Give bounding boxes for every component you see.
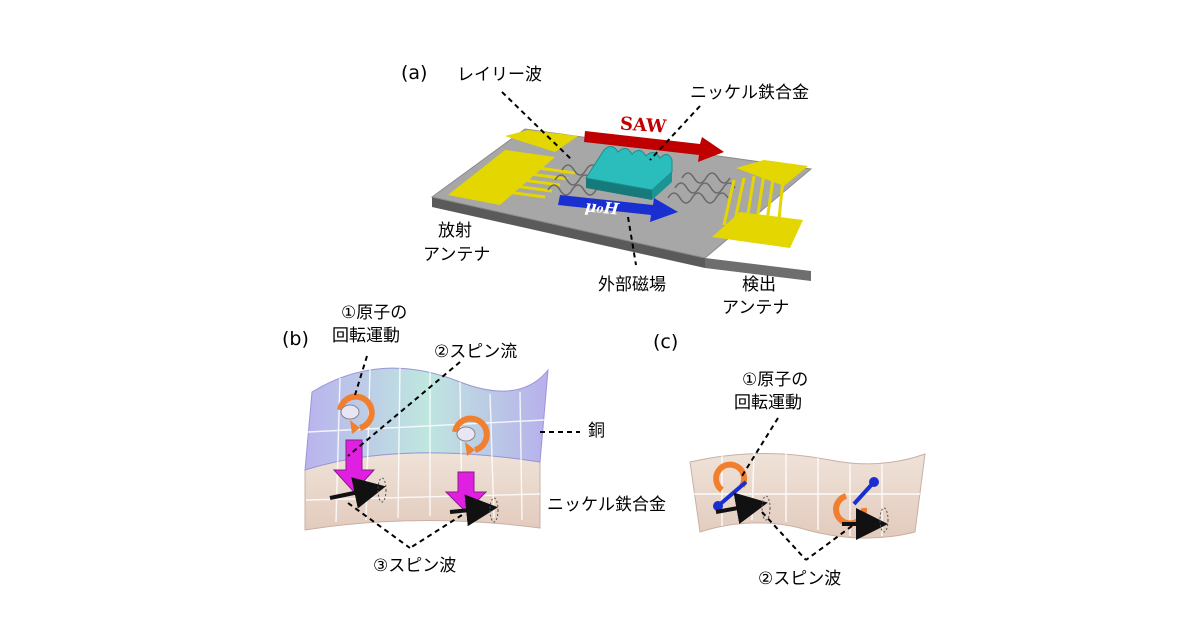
detect-antenna-label-1: 検出 bbox=[742, 275, 776, 295]
panel-b-label: (b) bbox=[282, 328, 309, 350]
emit-antenna-label-1: 放射 bbox=[438, 221, 472, 241]
emit-antenna-label-2: アンテナ bbox=[423, 245, 491, 265]
panel-b-rotation-label-2: 回転運動 bbox=[332, 326, 400, 346]
external-field-label: 外部磁場 bbox=[598, 275, 666, 295]
panel-b-leaders bbox=[347, 355, 580, 549]
rayleigh-wave-label: レイリー波 bbox=[457, 65, 542, 85]
panel-b-diagram bbox=[304, 363, 549, 531]
panel-b-nickel-layer bbox=[304, 452, 541, 531]
nickel-alloy-label-a: ニッケル鉄合金 bbox=[690, 83, 809, 103]
emit-antenna-fingers bbox=[461, 160, 576, 199]
nickel-block-top bbox=[585, 146, 673, 191]
panel-a-leaders bbox=[501, 91, 701, 266]
spin-current-label: ②スピン流 bbox=[434, 342, 518, 362]
panel-b-copper-layer bbox=[304, 367, 549, 471]
spin-wave-arrow-1 bbox=[329, 477, 386, 509]
panel-c-rotation-label-2: 回転運動 bbox=[734, 393, 802, 413]
panel-c-rotation-label-1: ①原子の bbox=[742, 370, 809, 390]
substrate-side bbox=[432, 197, 705, 268]
saw-arrow bbox=[584, 131, 724, 162]
copper-label: 銅 bbox=[588, 421, 605, 441]
saw-label: SAW bbox=[619, 113, 667, 138]
nickel-alloy-label-b: ニッケル鉄合金 bbox=[547, 495, 666, 515]
panel-a-label: (a) bbox=[401, 62, 428, 84]
field-arrow bbox=[558, 195, 678, 222]
panel-c-spin-wave-label: ②スピン波 bbox=[758, 569, 842, 589]
field-symbol-label: μ₀H bbox=[584, 196, 620, 219]
substrate-side-right bbox=[705, 258, 811, 281]
spin-wave-arrow-2 bbox=[449, 494, 498, 527]
panel-b-atom-2 bbox=[452, 415, 490, 456]
panel-c-atom-1 bbox=[713, 461, 748, 511]
panel-c-diagram bbox=[689, 449, 926, 540]
nickel-block-side bbox=[652, 172, 672, 200]
panel-c-leaders bbox=[741, 417, 853, 561]
detect-antenna-pad-2 bbox=[736, 160, 808, 186]
nickel-block-front bbox=[586, 178, 652, 200]
panel-b-rotation-label-1: ①原子の bbox=[341, 303, 408, 323]
panel-c-spin-wave-arrow-1 bbox=[715, 492, 768, 525]
detect-antenna-fingers bbox=[722, 169, 786, 230]
panel-c-label: (c) bbox=[653, 331, 679, 353]
panel-a-device bbox=[430, 128, 813, 281]
panel-b-atom-1 bbox=[337, 393, 375, 434]
detect-antenna-label-2: アンテナ bbox=[722, 298, 790, 318]
emit-antenna-pad-2 bbox=[505, 130, 578, 152]
panel-b-spin-wave-label: ③スピン波 bbox=[373, 556, 457, 576]
